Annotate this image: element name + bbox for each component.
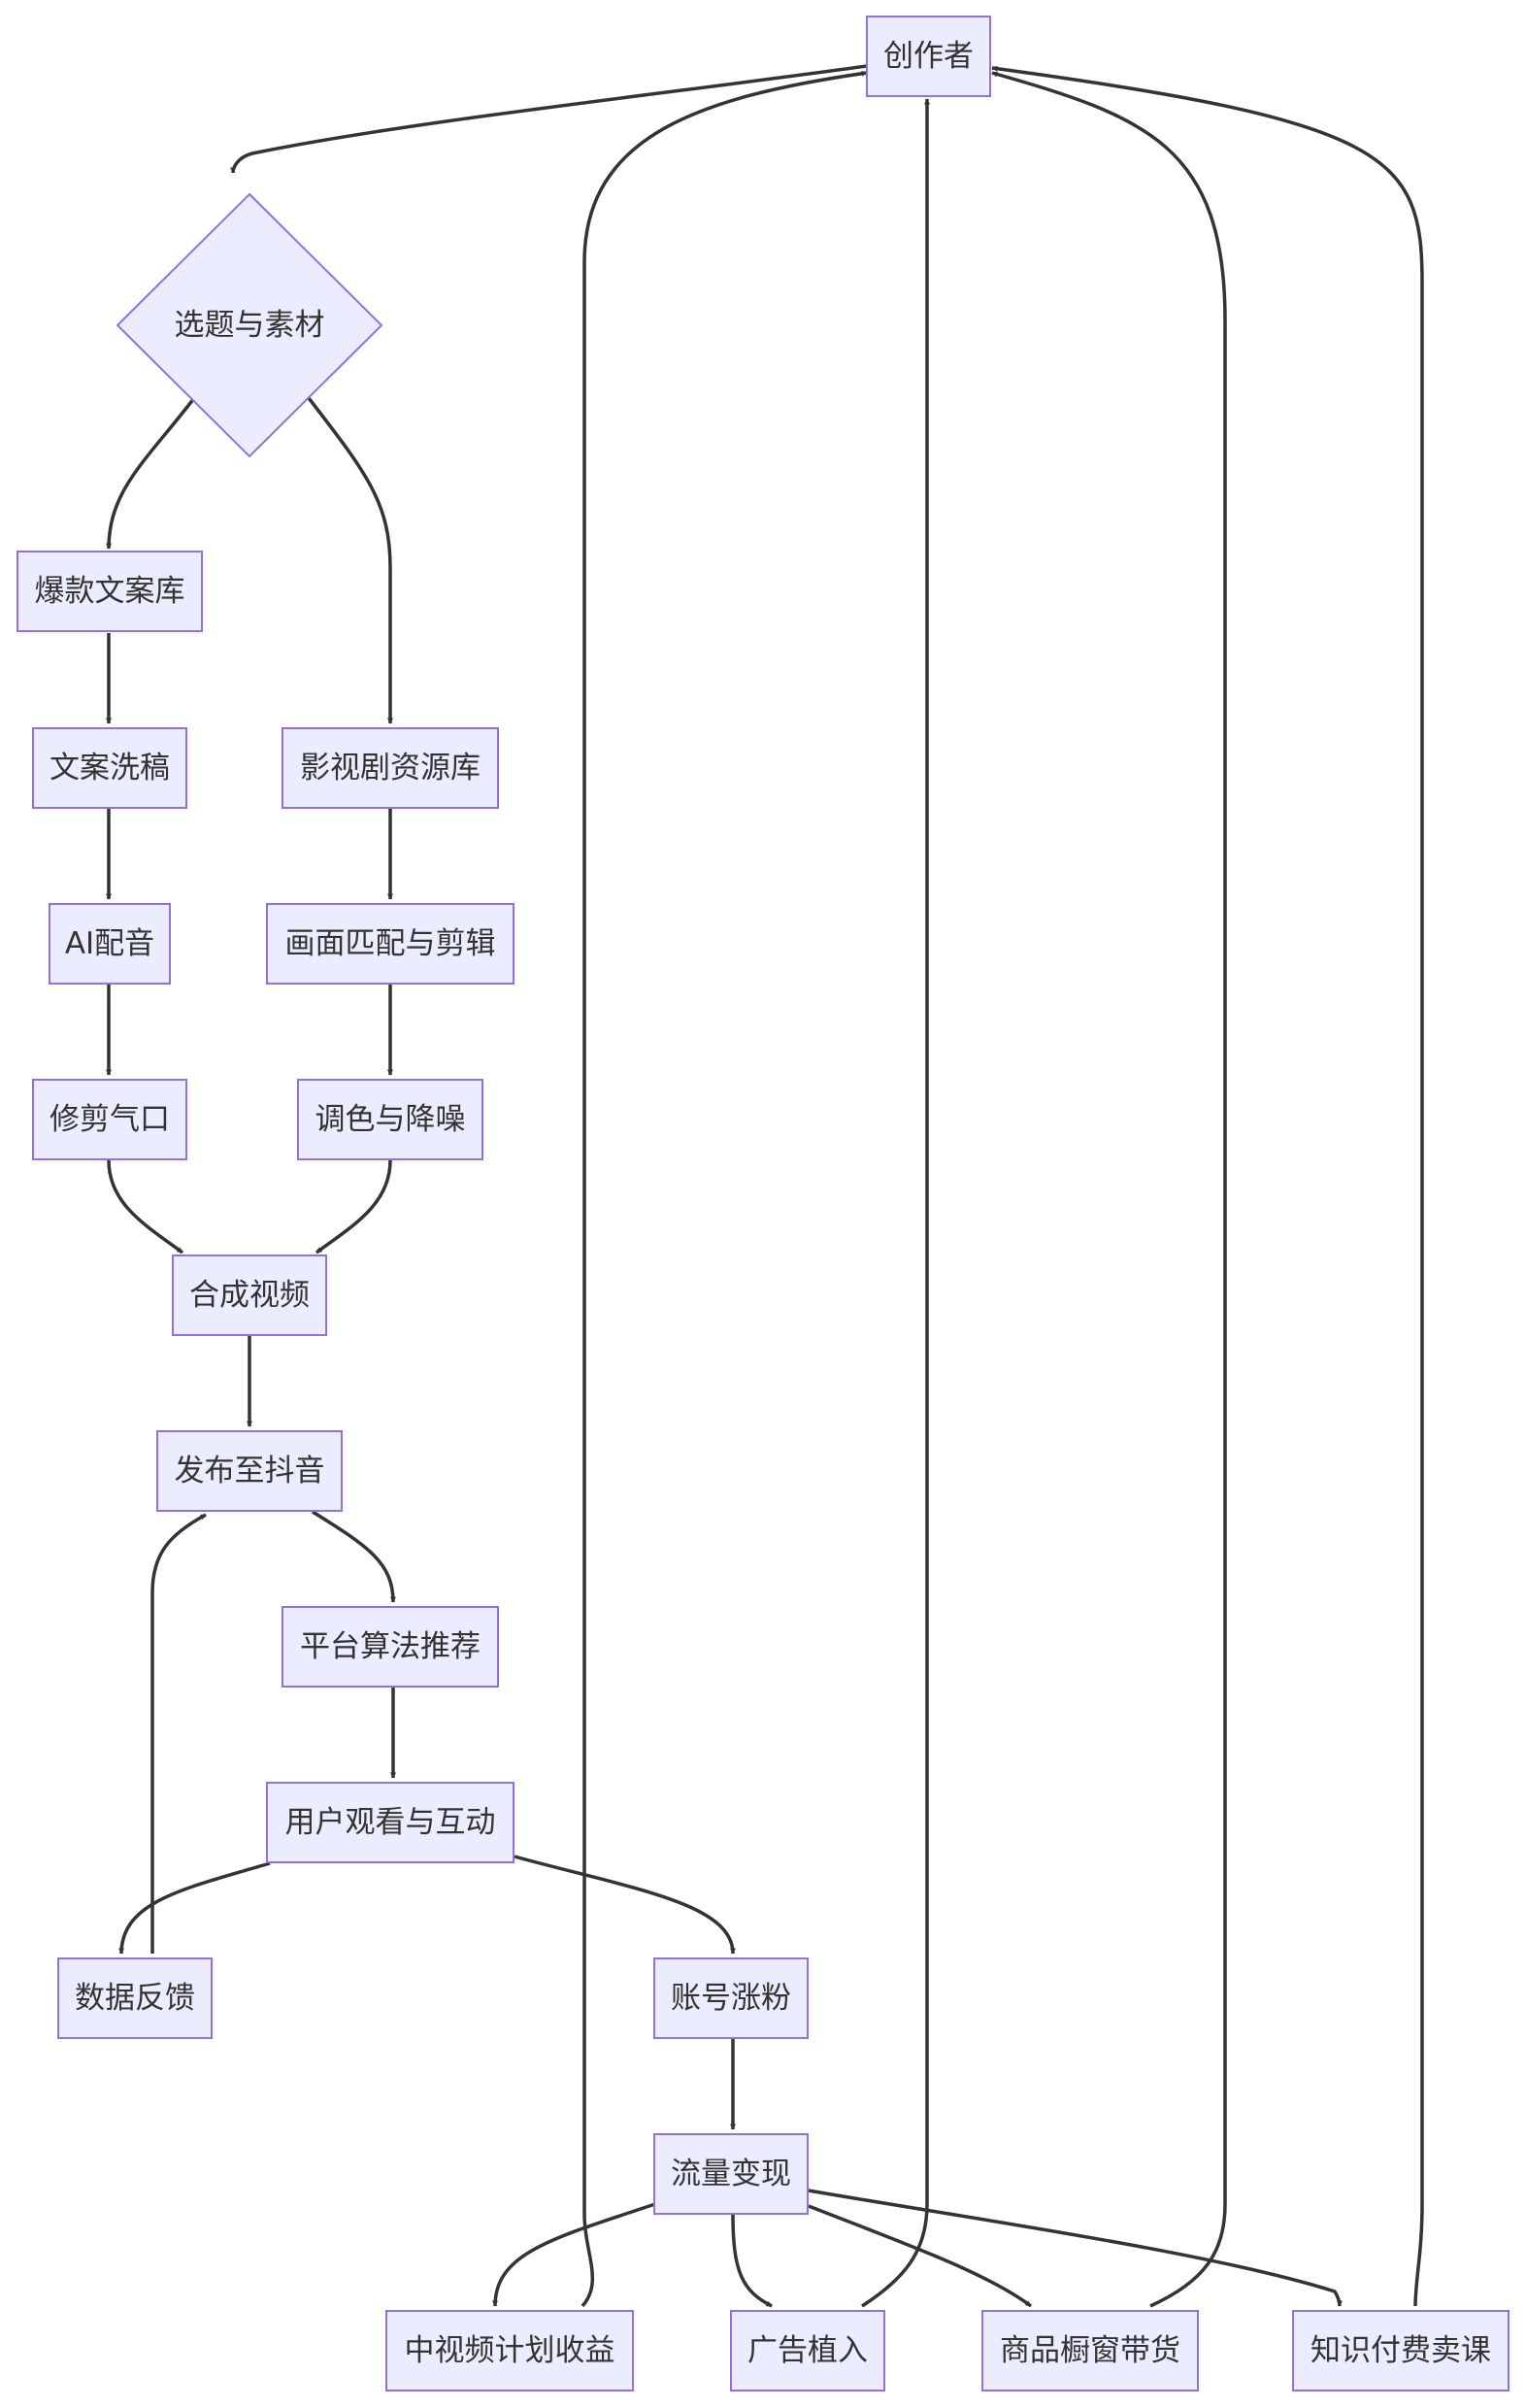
edge-midvideo-creator: [581, 70, 868, 2308]
node-user-engage: 用户观看与互动: [266, 1782, 514, 1863]
node-label: 用户观看与互动: [285, 1805, 496, 1840]
node-label: 发布至抖音: [175, 1454, 325, 1488]
node-publish: 发布至抖音: [156, 1430, 343, 1512]
node-label: 调色与降噪: [315, 1102, 466, 1137]
node-topic: 选题与素材: [116, 192, 383, 458]
node-label: 平台算法推荐: [300, 1629, 481, 1664]
node-copy-rewrite: 文案洗稿: [32, 727, 187, 809]
node-box: [1292, 2310, 1509, 2391]
node-label: 选题与素材: [175, 308, 325, 343]
node-match-edit: 画面匹配与剪辑: [266, 903, 514, 985]
edge-topic-copylib: [106, 396, 196, 550]
edge-showcase-creator: [991, 71, 1227, 2308]
node-box: [49, 903, 171, 985]
edge-color-compose: [315, 1159, 392, 1254]
edge-monetize-midvideo: [492, 2202, 656, 2307]
node-label: 画面匹配与剪辑: [285, 926, 496, 961]
node-color-denoise: 调色与降噪: [297, 1079, 483, 1160]
node-box: [653, 2133, 809, 2215]
node-box: [266, 903, 514, 985]
node-mid-video: 中视频计划收益: [385, 2310, 634, 2391]
node-compose-video: 合成视频: [172, 1254, 327, 1336]
node-copy-library: 爆款文案库: [17, 551, 203, 632]
edge-user-feedback: [118, 1861, 271, 1955]
edge-topic-filmlib: [307, 396, 393, 724]
node-ai-voice: AI配音: [49, 903, 171, 985]
node-monetize: 流量变现: [653, 2133, 809, 2215]
node-trim-breath: 修剪气口: [32, 1079, 187, 1160]
edge-creator-topic: [230, 64, 868, 174]
node-creator: 创作者: [866, 16, 991, 97]
node-label: 流量变现: [671, 2157, 791, 2191]
node-label: 中视频计划收益: [405, 2333, 615, 2368]
node-feedback: 数据反馈: [57, 1957, 213, 2039]
node-box: [266, 1782, 514, 1863]
node-label: 修剪气口: [50, 1102, 170, 1137]
edge-monetize-course: [808, 2189, 1343, 2307]
node-box: [866, 16, 991, 97]
node-followers: 账号涨粉: [653, 1957, 809, 2039]
node-label: 账号涨粉: [671, 1981, 791, 2016]
node-label: 知识付费卖课: [1310, 2333, 1491, 2368]
node-label: 爆款文案库: [35, 574, 185, 609]
edge-ads-creator: [861, 98, 930, 2308]
node-box: [981, 2310, 1199, 2391]
node-label: 创作者: [883, 39, 974, 74]
edge-user-followers: [514, 1855, 736, 1955]
node-ads: 广告植入: [730, 2310, 885, 2391]
node-box: [297, 1079, 483, 1160]
node-box: [282, 1606, 499, 1688]
node-label: 合成视频: [189, 1278, 310, 1313]
edge-publish-algorithm: [312, 1510, 396, 1603]
node-film-library: 影视剧资源库: [282, 727, 499, 809]
node-box: [730, 2310, 885, 2391]
node-showcase: 商品橱窗带货: [981, 2310, 1199, 2391]
node-box: [172, 1254, 327, 1336]
edge-course-creator: [991, 65, 1424, 2307]
node-box: [282, 727, 499, 809]
edge-monetize-showcase: [808, 2204, 1033, 2308]
edge-monetize-ads: [731, 2214, 773, 2308]
edge-trim-compose: [107, 1159, 184, 1254]
node-box: [57, 1957, 213, 2039]
node-box: [653, 1957, 809, 2039]
node-label: 广告植入: [747, 2333, 868, 2368]
node-label: 影视剧资源库: [300, 751, 481, 786]
node-algorithm: 平台算法推荐: [282, 1606, 499, 1688]
node-label: AI配音: [65, 926, 154, 961]
node-box: [385, 2310, 634, 2391]
node-label: 数据反馈: [75, 1981, 195, 2016]
node-label: 商品橱窗带货: [1000, 2333, 1180, 2368]
node-label: 文案洗稿: [50, 751, 170, 786]
node-box: [32, 1079, 187, 1160]
edge-feedback-publish: [150, 1513, 207, 1954]
node-box: [156, 1430, 343, 1512]
decision-diamond: [116, 192, 383, 458]
node-box: [32, 727, 187, 809]
node-box: [17, 551, 203, 632]
node-course: 知识付费卖课: [1292, 2310, 1509, 2391]
edges: [106, 64, 1424, 2308]
